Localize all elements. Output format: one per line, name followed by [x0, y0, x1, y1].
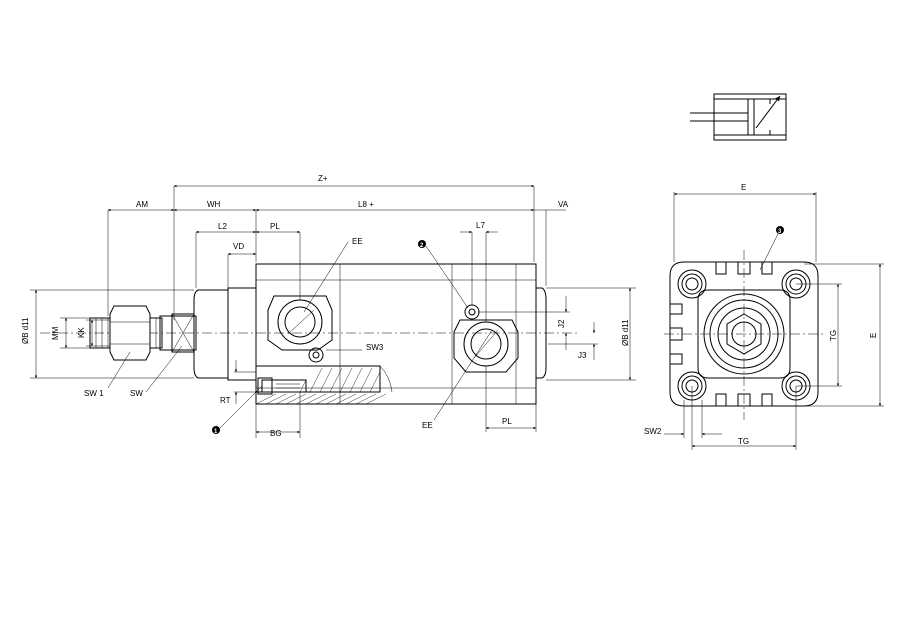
label-j3: J3 [578, 351, 587, 360]
pneumatic-symbol [690, 93, 787, 141]
side-view [40, 263, 580, 405]
label-e-vertical: E [869, 333, 878, 338]
section-hatch [255, 365, 393, 405]
label-b-d11-left: ØB d11 [21, 317, 30, 344]
label-j2: J2 [557, 319, 566, 328]
label-pl-bottom: PL [502, 417, 512, 426]
label-wh: WH [207, 200, 221, 209]
marker-1-number: 1 [214, 429, 218, 435]
label-sw1: SW 1 [84, 389, 104, 398]
label-rt: RT [220, 396, 231, 405]
label-va: VA [558, 200, 569, 209]
label-sw2: SW2 [644, 427, 662, 436]
marker-1: 1 [212, 426, 220, 435]
label-am: AM [136, 200, 148, 209]
front-view [664, 250, 826, 420]
label-bg: BG [270, 429, 282, 438]
label-ee-bottom: EE [422, 421, 433, 430]
label-mm: MM [51, 326, 60, 340]
label-z-plus: Z+ [318, 174, 328, 183]
label-sw3: SW3 [366, 343, 384, 352]
marker-3: 3 [776, 226, 784, 235]
labels: Z+ AM WH L8 + VA L2 PL EE VD L7 2 ØB d11… [21, 174, 878, 446]
marker-2-number: 2 [420, 243, 424, 249]
label-tg-horizontal: TG [738, 437, 749, 446]
label-l8-plus: L8 + [358, 200, 374, 209]
label-sw: SW [130, 389, 143, 398]
label-b-d11-right: ØB d11 [621, 319, 630, 346]
marker-3-number: 3 [778, 229, 782, 235]
label-ee-top: EE [352, 237, 363, 246]
marker-2: 2 [418, 240, 426, 249]
label-pl-top: PL [270, 222, 280, 231]
label-e-top: E [741, 183, 746, 192]
label-l2: L2 [218, 222, 227, 231]
front-dimensions [664, 192, 884, 450]
corner-screw-tl [677, 269, 707, 299]
label-tg-vertical: TG [829, 330, 838, 341]
side-dimensions [30, 184, 636, 438]
label-vd: VD [233, 242, 244, 251]
label-kk: KK [77, 327, 86, 338]
label-l7: L7 [476, 221, 485, 230]
